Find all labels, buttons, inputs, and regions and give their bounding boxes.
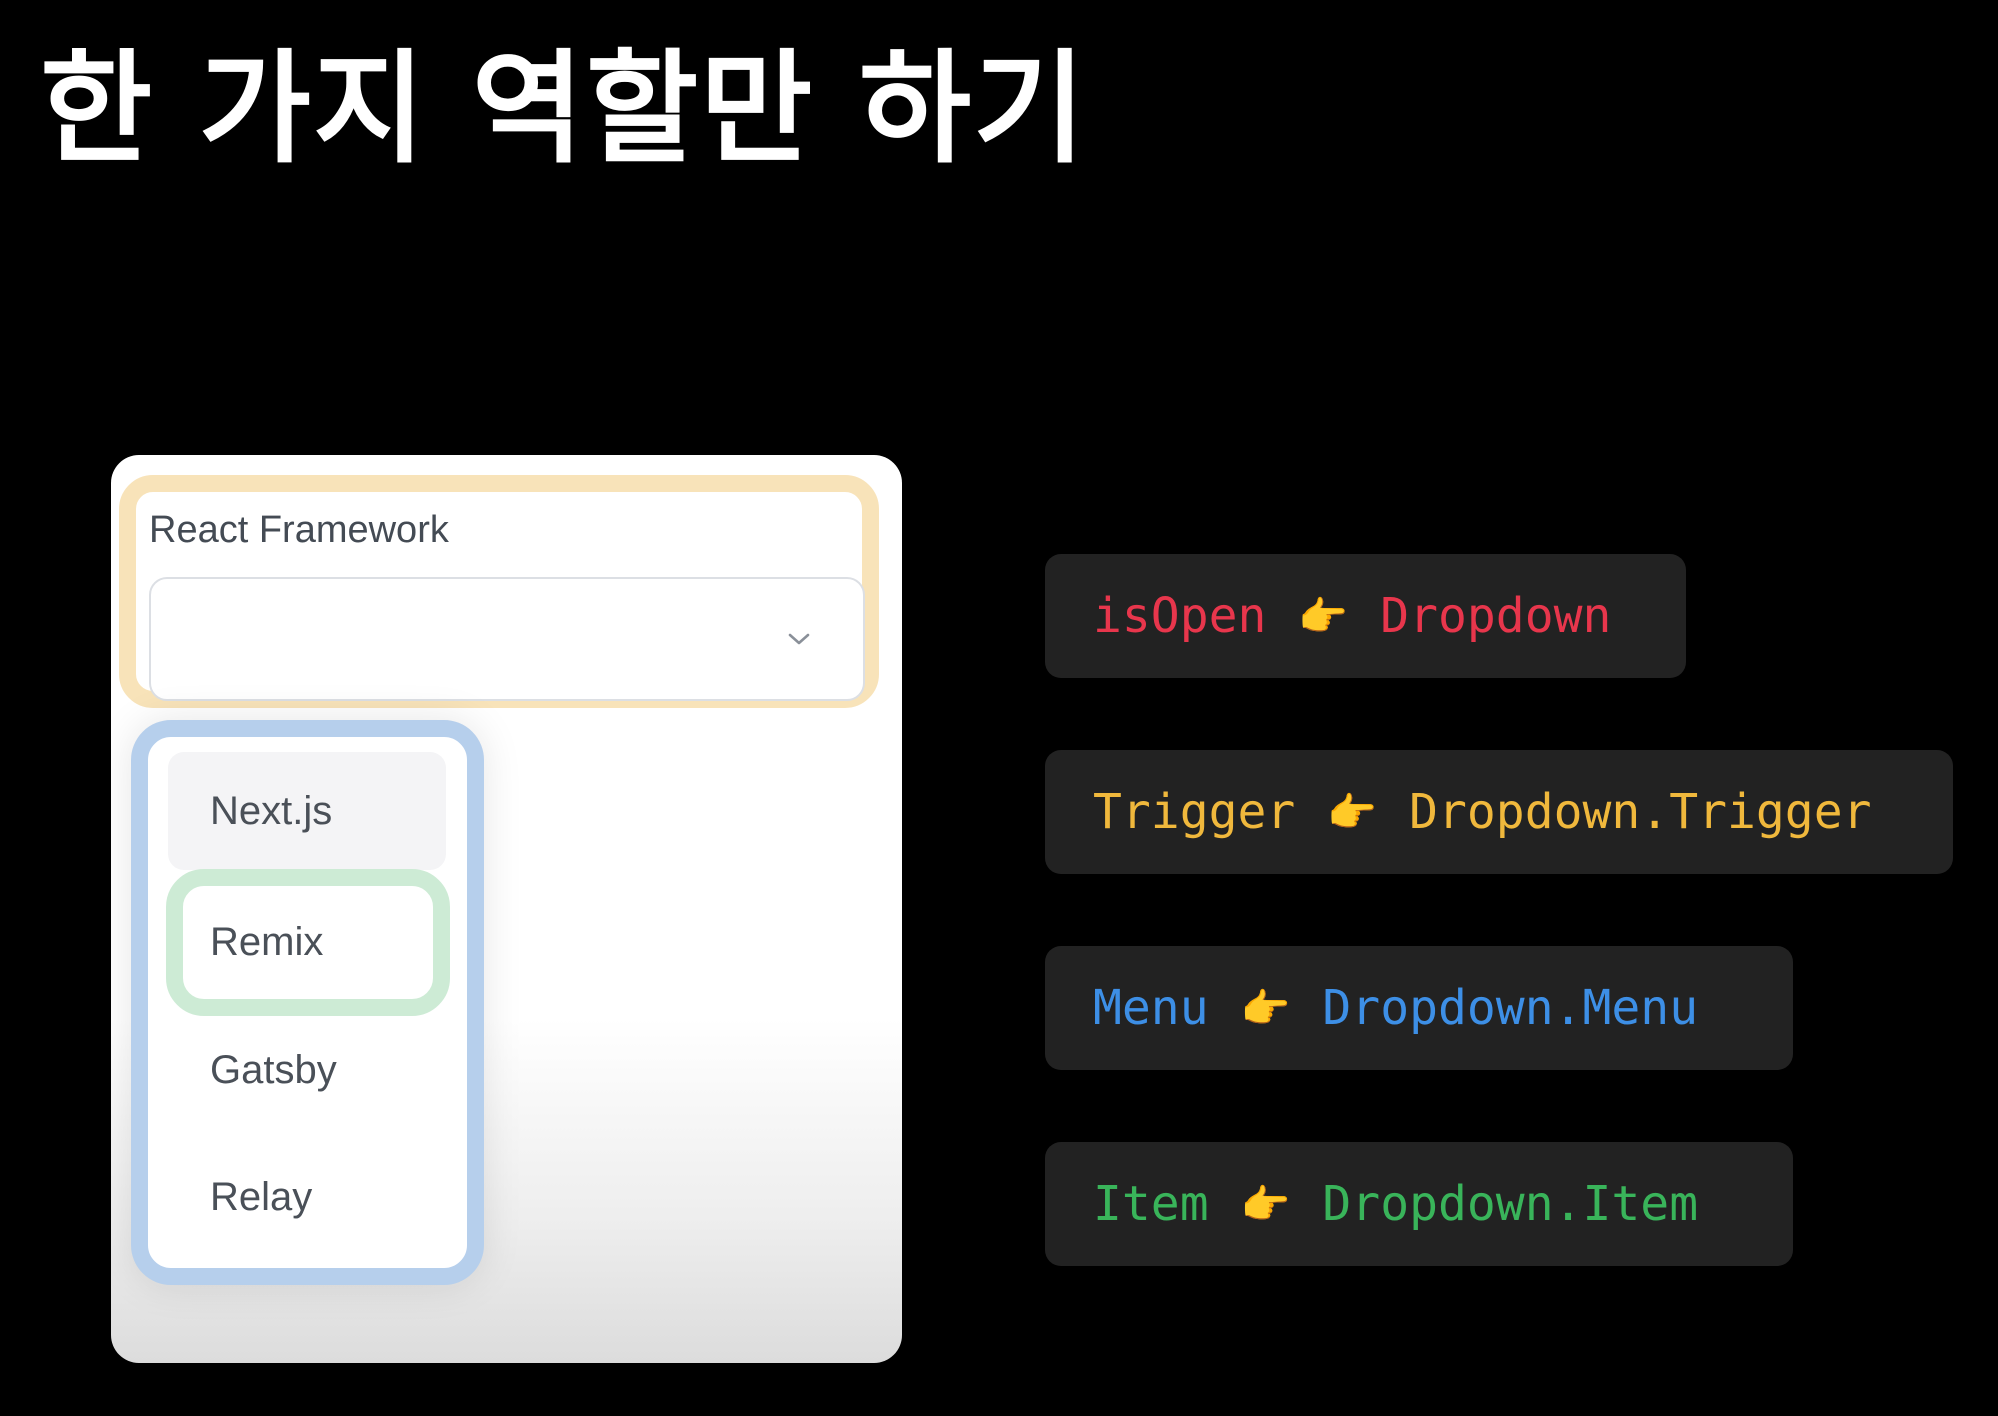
mapping-source: Menu (1093, 980, 1209, 1036)
mapping-item: Item 👉 Dropdown.Item (1045, 1142, 1793, 1266)
framework-select[interactable] (149, 577, 865, 701)
mapping-target: Dropdown (1380, 588, 1612, 644)
field-label: React Framework (149, 509, 449, 551)
mapping-target: Dropdown.Item (1322, 1176, 1699, 1232)
pointing-hand-icon: 👉 (1327, 789, 1378, 836)
mapping-isopen: isOpen 👉 Dropdown (1045, 554, 1686, 678)
mapping-target: Dropdown.Menu (1322, 980, 1699, 1036)
mapping-menu: Menu 👉 Dropdown.Menu (1045, 946, 1793, 1070)
mapping-source: Item (1093, 1176, 1209, 1232)
dropdown-demo-card: React Framework Next.js Remix Gatsby Rel… (111, 455, 902, 1363)
chevron-down-icon (788, 633, 810, 645)
item-highlight (166, 869, 450, 1016)
menu-item-nextjs[interactable]: Next.js (168, 752, 446, 870)
mapping-source: Trigger (1093, 784, 1296, 840)
pointing-hand-icon: 👉 (1298, 593, 1349, 640)
menu-item-remix[interactable]: Remix (210, 919, 324, 964)
pointing-hand-icon: 👉 (1240, 985, 1291, 1032)
mapping-source: isOpen (1093, 588, 1267, 644)
mapping-target: Dropdown.Trigger (1409, 784, 1872, 840)
pointing-hand-icon: 👉 (1240, 1181, 1291, 1228)
menu-item-gatsby[interactable]: Gatsby (210, 1047, 337, 1092)
menu-item-relay[interactable]: Relay (210, 1174, 313, 1219)
mapping-trigger: Trigger 👉 Dropdown.Trigger (1045, 750, 1953, 874)
slide-title: 한 가지 역할만 하기 (40, 38, 1088, 180)
